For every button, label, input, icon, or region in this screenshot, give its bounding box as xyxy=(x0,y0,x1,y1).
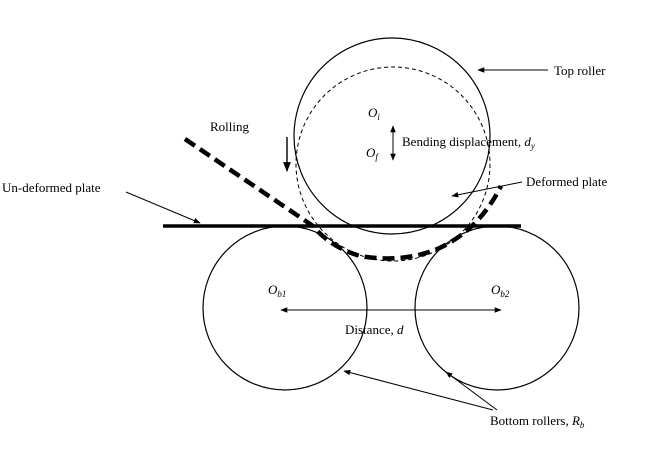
bottom-center-2-label: Ob2 xyxy=(491,282,510,299)
deformed-plate-label: Deformed plate xyxy=(526,174,607,189)
initial-center-label: Oi xyxy=(368,105,380,122)
deformed-plate-leader xyxy=(451,181,523,198)
bottom-roller-leader-right xyxy=(445,371,498,411)
distance-label: Distance, d xyxy=(345,322,404,337)
top-roller-initial-position xyxy=(295,66,491,262)
bottom-center-1-label: Ob1 xyxy=(268,282,286,299)
rolling-label: Rolling xyxy=(210,119,250,134)
undeformed-plate-leader xyxy=(125,191,201,224)
final-center-label: Of xyxy=(366,145,379,162)
bottom-roller-left xyxy=(202,225,368,391)
bottom-rollers-label: Bottom rollers, Rb xyxy=(490,413,585,430)
top-roller-circle xyxy=(293,37,491,235)
bottom-roller-leader-left xyxy=(343,369,494,411)
undeformed-plate-label: Un-deformed plate xyxy=(2,180,101,195)
top-roller-label: Top roller xyxy=(554,63,606,78)
bending-displacement-label: Bending displacement, dy xyxy=(402,134,535,151)
deformed-plate xyxy=(183,137,504,261)
bottom-roller-right xyxy=(414,225,580,391)
